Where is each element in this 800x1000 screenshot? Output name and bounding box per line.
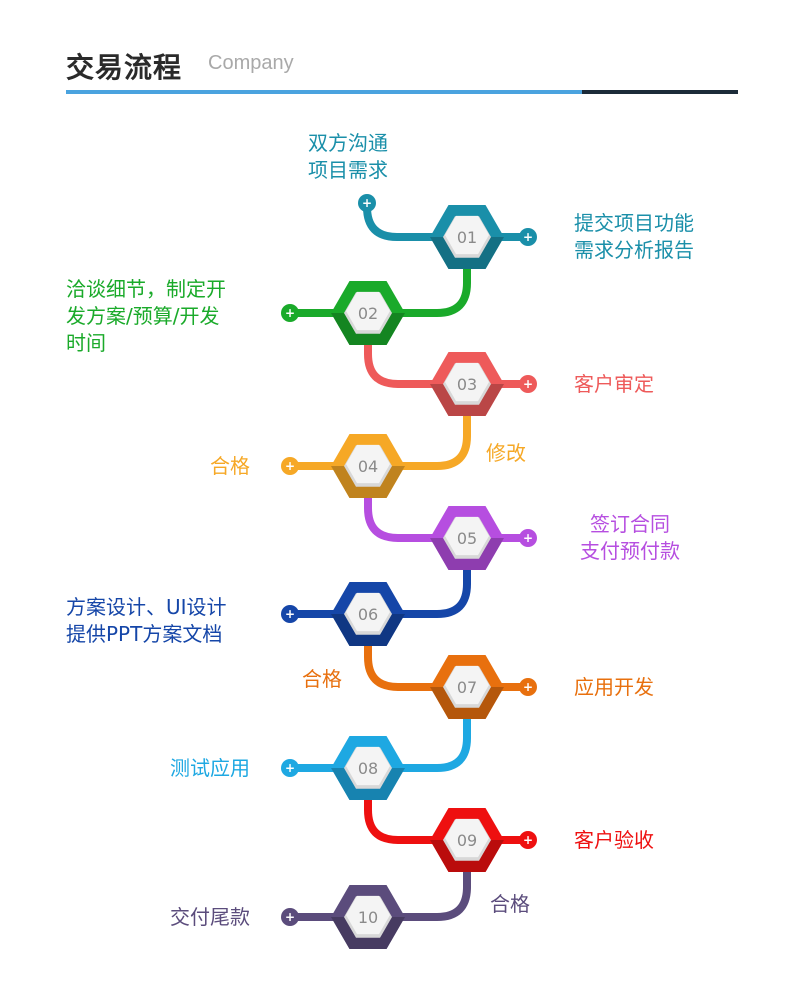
step-07-right-plus-icon: + <box>519 678 537 696</box>
step-07-label: 应用开发 <box>574 674 654 701</box>
step-02-label-line: 发方案/预算/开发 <box>66 304 220 328</box>
step-01-number: 01 <box>457 228 477 247</box>
connector-01-02 <box>364 233 471 317</box>
step-09-label: 客户验收 <box>574 827 654 854</box>
svg-text:+: + <box>523 377 533 391</box>
svg-text:+: + <box>362 196 372 210</box>
connector-09-10 <box>364 836 471 921</box>
connector-08-09 <box>364 764 471 844</box>
svg-text:+: + <box>285 306 295 320</box>
svg-text:+: + <box>285 761 295 775</box>
step-01-label: 提交项目功能需求分析报告 <box>574 210 694 264</box>
step-09-number: 09 <box>457 831 477 850</box>
step-01-label-line: 需求分析报告 <box>574 238 694 262</box>
step-09-label-line: 客户验收 <box>574 827 654 852</box>
step-08-label-line: 测试应用 <box>170 755 250 780</box>
step-10-label: 交付尾款 <box>170 904 250 931</box>
step-05-number: 05 <box>457 529 477 548</box>
step-05-right-plus-icon: + <box>519 529 537 547</box>
start-connector <box>363 199 441 241</box>
step-08-left-plus-icon: + <box>281 759 299 777</box>
step-02-node: 02 <box>331 281 405 345</box>
connector-label: 合格 <box>490 891 530 918</box>
step-06-left-plus-icon: + <box>281 605 299 623</box>
connector-label-line: 合格 <box>302 667 342 691</box>
step-06-label-line: 提供PPT方案文档 <box>66 622 223 646</box>
step-07-node: 07 <box>430 655 504 719</box>
svg-text:+: + <box>523 680 533 694</box>
step-04-label-line: 合格 <box>210 453 250 478</box>
step-02-label: 洽谈细节，制定开发方案/预算/开发时间 <box>66 276 226 357</box>
svg-text:+: + <box>523 833 533 847</box>
step-05-node: 05 <box>430 506 504 570</box>
step-01-start-plus-icon: + <box>358 194 376 212</box>
header-rule-dark <box>582 90 738 94</box>
step-02-label-line: 时间 <box>66 331 106 355</box>
step-03-node: 03 <box>430 352 504 416</box>
connector-02-03 <box>364 309 471 388</box>
step-04-node: 04 <box>331 434 405 498</box>
step-03-number: 03 <box>457 375 477 394</box>
connector-label-line: 合格 <box>490 892 530 916</box>
svg-text:+: + <box>285 459 295 473</box>
step-01-right-plus-icon: + <box>519 228 537 246</box>
connector-05-06 <box>364 534 471 618</box>
step-02-left-plus-icon: + <box>281 304 299 322</box>
connector-07-08 <box>364 683 471 772</box>
step-09-right-plus-icon: + <box>519 831 537 849</box>
svg-text:+: + <box>285 910 295 924</box>
step-06-node: 06 <box>331 582 405 646</box>
step-06-label-line: 方案设计、UI设计 <box>66 595 227 619</box>
connector-label-line: 双方沟通 <box>308 131 388 155</box>
step-02-number: 02 <box>358 304 378 323</box>
connector-label: 合格 <box>302 666 342 693</box>
step-06-number: 06 <box>358 605 378 624</box>
section-subtitle: Company <box>208 52 294 74</box>
step-04-left-plus-icon: + <box>281 457 299 475</box>
connector-06-07 <box>364 610 471 691</box>
connector-label-line: 项目需求 <box>308 158 388 182</box>
connector-03-04 <box>364 380 471 470</box>
start-label: 双方沟通项目需求 <box>308 130 388 184</box>
step-03-label: 客户审定 <box>574 371 654 398</box>
step-03-right-plus-icon: + <box>519 375 537 393</box>
step-01-label-line: 提交项目功能 <box>574 211 694 235</box>
step-05-label: 签订合同支付预付款 <box>574 511 686 565</box>
svg-text:+: + <box>523 230 533 244</box>
step-08-number: 08 <box>358 759 378 778</box>
step-05-label-line: 签订合同 <box>590 512 670 536</box>
connector-label-line: 修改 <box>486 441 526 465</box>
step-03-label-line: 客户审定 <box>574 371 654 396</box>
step-08-label: 测试应用 <box>170 755 250 782</box>
connector-label: 修改 <box>486 440 526 467</box>
connector-04-05 <box>364 462 471 542</box>
svg-text:+: + <box>285 607 295 621</box>
step-10-label-line: 交付尾款 <box>170 904 250 929</box>
section-title: 交易流程 <box>66 51 183 84</box>
step-10-number: 10 <box>358 908 378 927</box>
header-rule-accent <box>66 90 582 94</box>
step-09-node: 09 <box>430 808 504 872</box>
step-10-left-plus-icon: + <box>281 908 299 926</box>
step-07-number: 07 <box>457 678 477 697</box>
step-10-node: 10 <box>331 885 405 949</box>
step-08-node: 08 <box>331 736 405 800</box>
step-02-label-line: 洽谈细节，制定开 <box>66 277 226 301</box>
step-04-number: 04 <box>358 457 378 476</box>
step-01-node: 01 <box>430 205 504 269</box>
step-06-label: 方案设计、UI设计提供PPT方案文档 <box>66 594 227 648</box>
svg-text:+: + <box>523 531 533 545</box>
step-04-label: 合格 <box>210 453 250 480</box>
step-07-label-line: 应用开发 <box>574 674 654 699</box>
step-05-label-line: 支付预付款 <box>580 539 680 563</box>
